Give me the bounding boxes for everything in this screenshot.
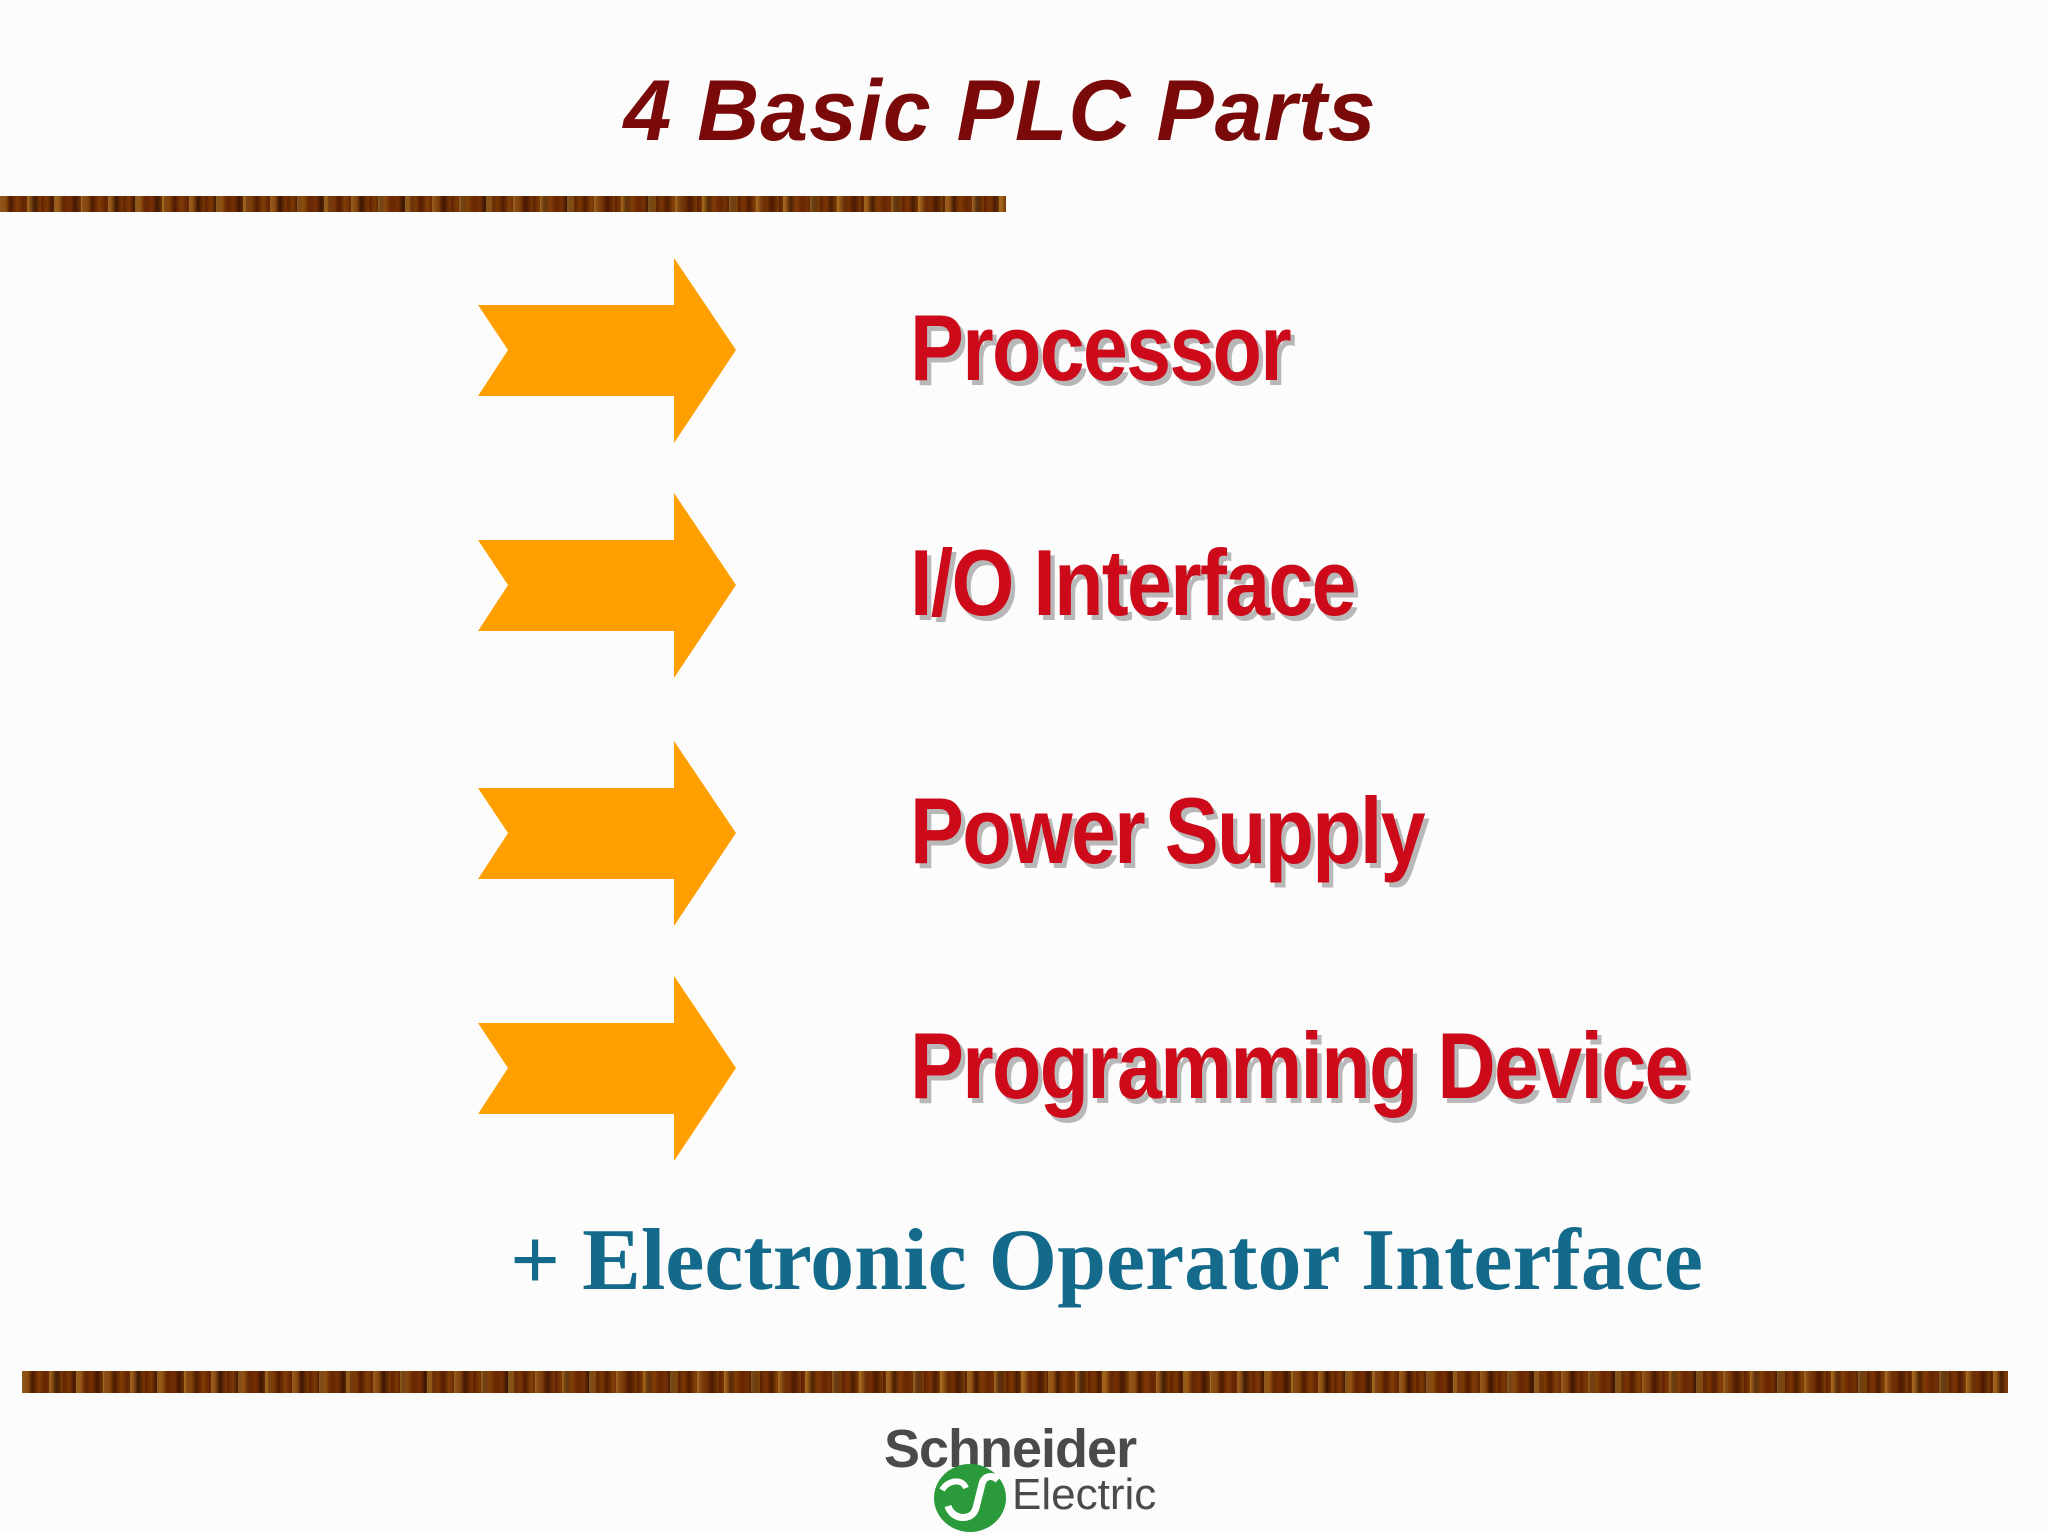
part-label: I/O Interface: [910, 530, 1357, 635]
part-label: Power Supply: [910, 778, 1426, 883]
part-row-programming-device: Programming Device: [0, 976, 2048, 1166]
decorative-band-top: [0, 196, 1006, 212]
schneider-electric-mark-icon: [934, 1464, 1006, 1532]
part-row-power-supply: Power Supply: [0, 741, 2048, 931]
part-row-processor: Processor: [0, 258, 2048, 448]
schneider-electric-logo: Schneider Electric: [884, 1418, 1174, 1534]
logo-brand-text: Schneider: [884, 1419, 1137, 1479]
part-label: Processor: [910, 295, 1292, 400]
part-label: Programming Device: [910, 1013, 1689, 1118]
slide-title: 4 Basic PLC Parts: [623, 63, 1377, 159]
electronic-operator-interface-note: + Electronic Operator Interface: [510, 1212, 1703, 1309]
decorative-band-bottom: [22, 1371, 2008, 1393]
part-row-io-interface: I/O Interface: [0, 493, 2048, 683]
logo-sub-text: Electric: [1012, 1470, 1157, 1519]
arrow-right-icon: [478, 976, 736, 1161]
arrow-right-icon: [478, 493, 736, 678]
arrow-right-icon: [478, 258, 736, 443]
arrow-right-icon: [478, 741, 736, 926]
